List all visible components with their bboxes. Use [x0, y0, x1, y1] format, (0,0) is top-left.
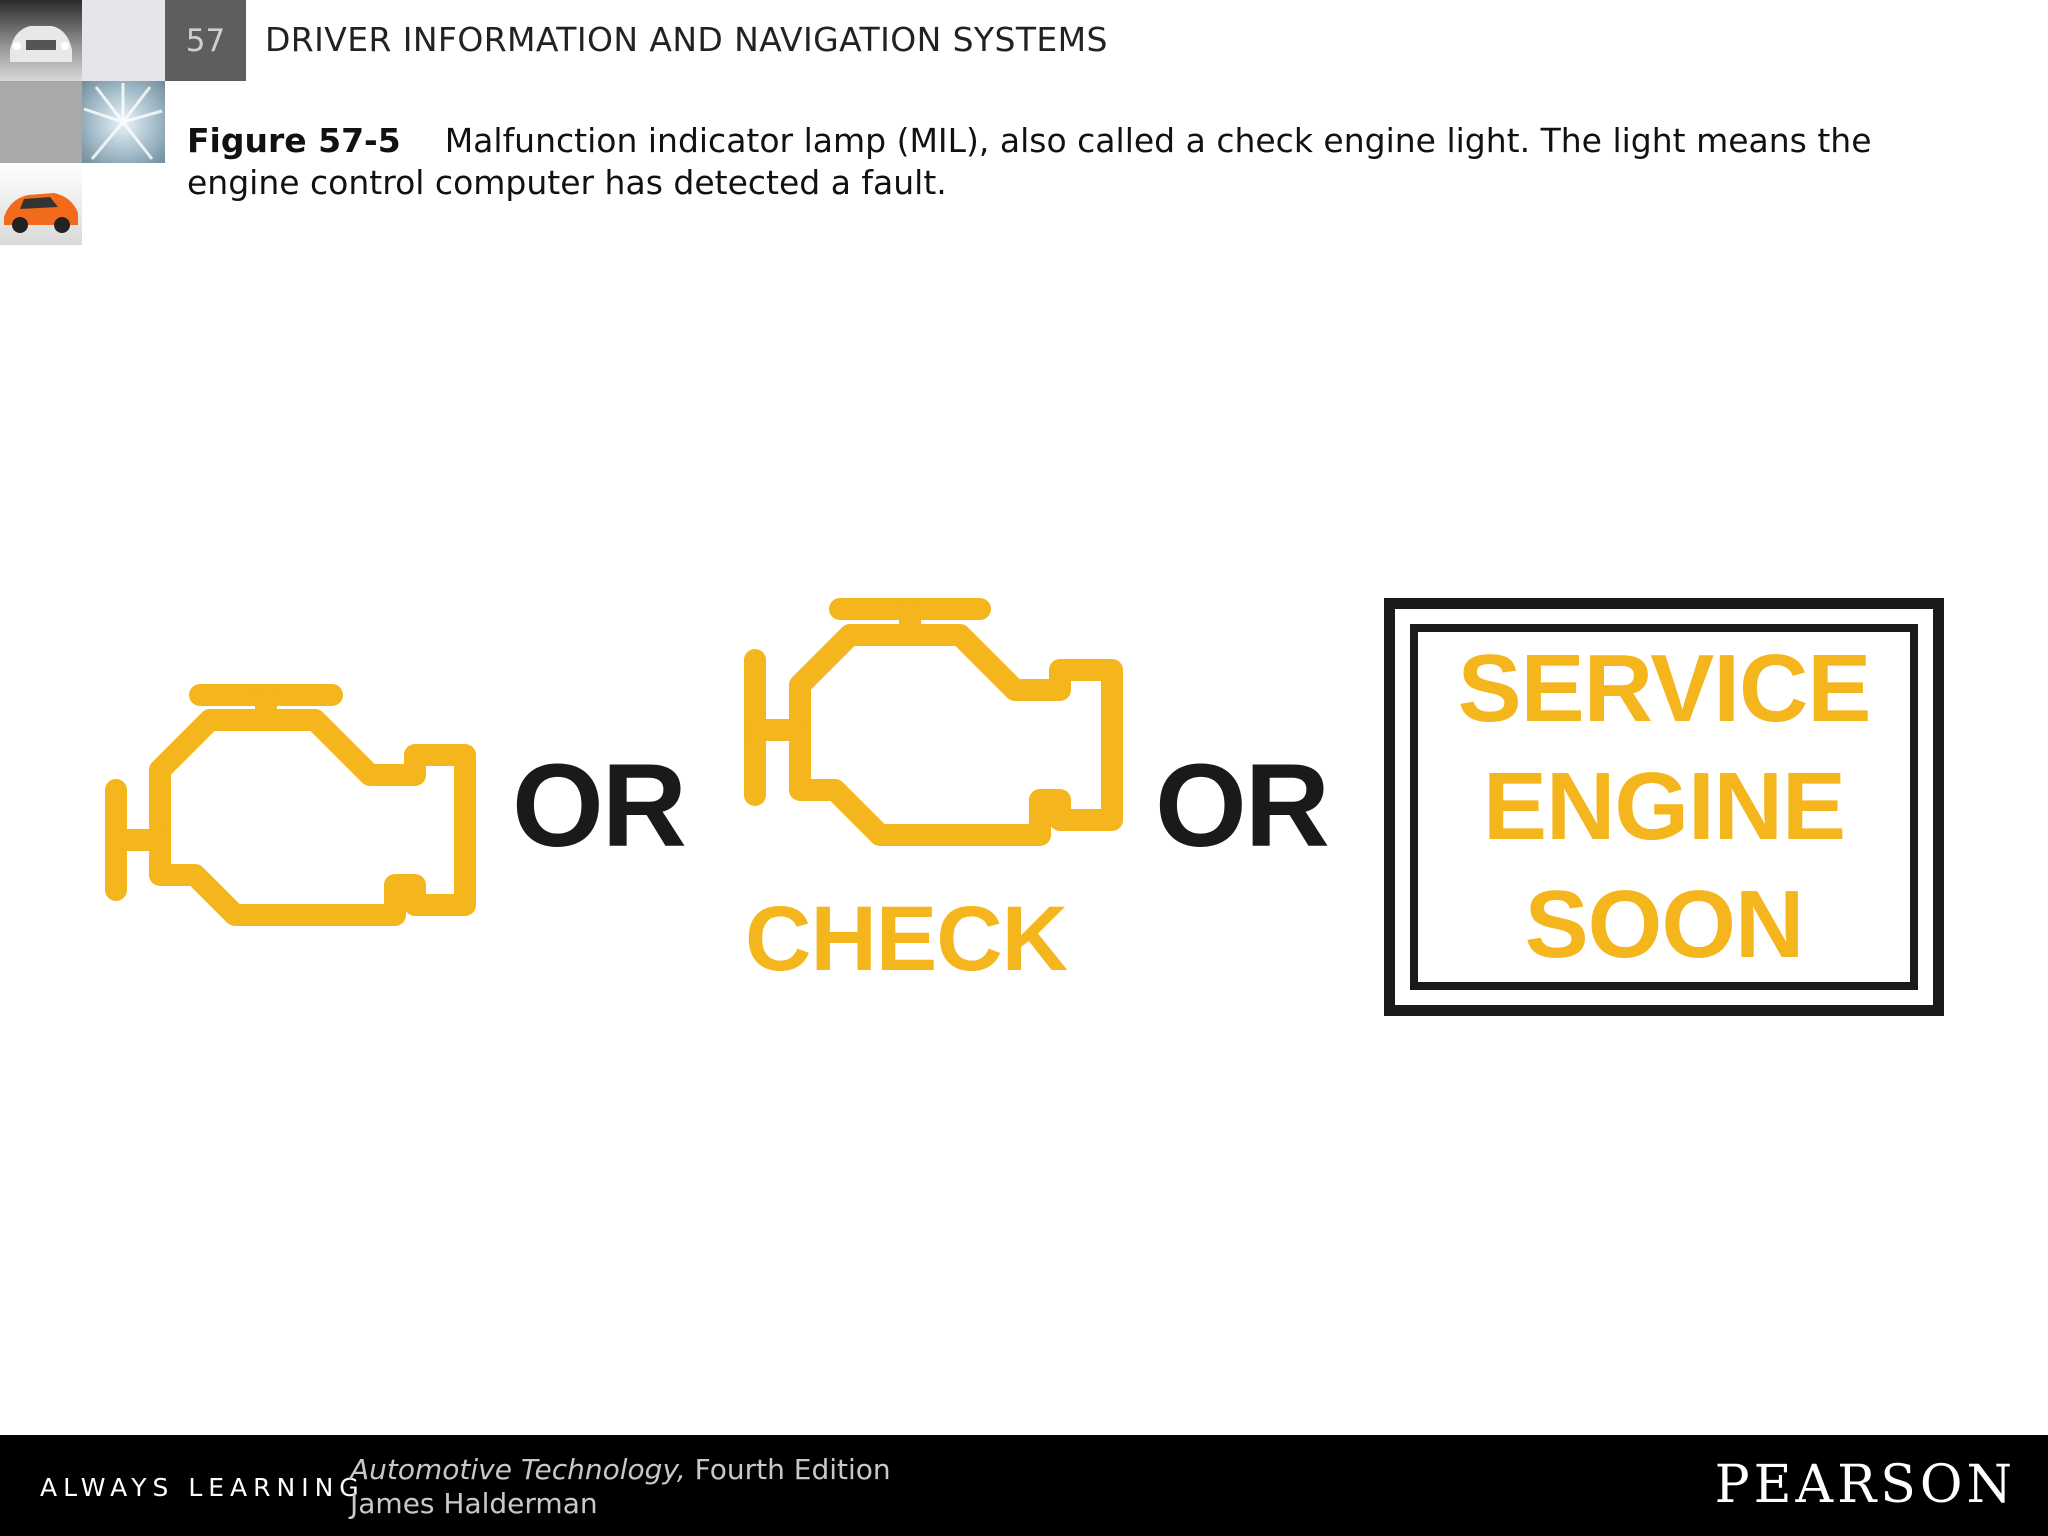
header-gray-tile: [82, 0, 165, 81]
chapter-number: 57: [165, 0, 246, 81]
figure-caption-text: Malfunction indicator lamp (MIL), also c…: [187, 121, 1872, 202]
car-thumbnail-silver: [0, 0, 82, 81]
book-credit: Automotive Technology, Fourth Edition Ja…: [350, 1453, 891, 1521]
turbine-thumbnail: [82, 81, 165, 163]
footer-bar: ALWAYS LEARNING Automotive Technology, F…: [0, 1435, 2048, 1536]
car-thumbnail-orange: [0, 163, 82, 245]
check-label: CHECK: [745, 888, 1068, 990]
chapter-title: DRIVER INFORMATION AND NAVIGATION SYSTEM…: [265, 20, 1108, 59]
service-engine-soon-lamp: SERVICE ENGINE SOON: [1384, 598, 1944, 1016]
service-engine-soon-frame: SERVICE ENGINE SOON: [1410, 624, 1918, 990]
book-edition: Fourth Edition: [694, 1453, 891, 1486]
service-line: SERVICE: [1457, 635, 1872, 742]
or-label: OR: [512, 740, 687, 872]
engine-icon: [744, 598, 1123, 846]
or-label: OR: [1155, 740, 1330, 872]
book-author: James Halderman: [350, 1487, 598, 1520]
figure-label: Figure 57-5: [187, 121, 401, 160]
engine-icon: [105, 684, 476, 926]
soon-line: SOON: [1524, 871, 1805, 978]
header-gray-tile: [0, 81, 82, 163]
engine-line: ENGINE: [1482, 753, 1846, 860]
pearson-logo: PEARSON: [1714, 1455, 2016, 1515]
footer-tagline: ALWAYS LEARNING: [40, 1473, 365, 1502]
book-title: Automotive Technology,: [350, 1453, 686, 1486]
